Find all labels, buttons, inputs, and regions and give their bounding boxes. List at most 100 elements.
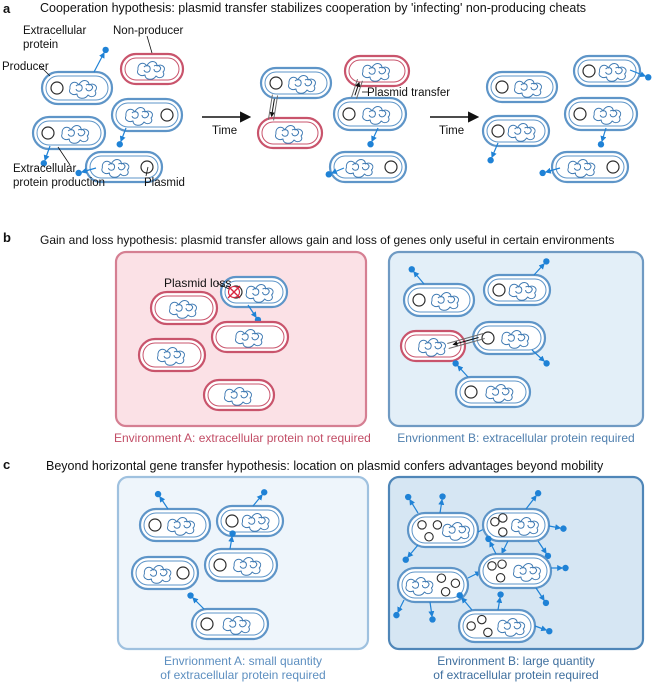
chromosome-icon bbox=[143, 565, 172, 584]
plasmid-icon bbox=[492, 283, 506, 297]
secretion-arrow bbox=[491, 142, 499, 159]
cell-inner-membrane bbox=[45, 75, 109, 101]
non-producer-cell bbox=[119, 52, 185, 86]
transfer-arrow bbox=[354, 81, 361, 96]
cell-inner-membrane bbox=[195, 612, 265, 636]
chromosome-icon bbox=[567, 159, 596, 178]
chromosome-icon bbox=[507, 123, 536, 142]
protein-dot bbox=[408, 266, 415, 273]
secretion-arrow bbox=[438, 498, 445, 514]
pilus-line bbox=[267, 94, 273, 120]
leader-line bbox=[57, 146, 71, 166]
protein-dot bbox=[497, 591, 504, 598]
chromosome-icon bbox=[245, 284, 274, 303]
protein-dot bbox=[456, 592, 463, 599]
chromosome-icon bbox=[61, 125, 90, 144]
label-plasmid: Plasmid bbox=[144, 177, 185, 189]
cell-inner-membrane bbox=[207, 383, 271, 407]
label-producer: Producer bbox=[2, 61, 49, 73]
cell-inner-membrane bbox=[404, 334, 462, 358]
caption-small-quantity: Envrionment A: small quantity of extrace… bbox=[160, 654, 326, 682]
plasmid-icon bbox=[225, 514, 239, 528]
producer-cell bbox=[485, 70, 559, 104]
producer-cell bbox=[187, 592, 270, 641]
plasmid-icon bbox=[424, 532, 434, 542]
producer-cell bbox=[325, 150, 408, 184]
non-producer-cell bbox=[149, 290, 219, 326]
cell-inner-membrane bbox=[215, 325, 285, 349]
secretion-arrow bbox=[407, 544, 419, 558]
protein-dot bbox=[367, 140, 374, 148]
secretion-arrow bbox=[537, 540, 547, 554]
chromosome-icon bbox=[508, 282, 537, 301]
chromosome-icon bbox=[598, 63, 627, 82]
secretion-arrow bbox=[409, 498, 419, 514]
chromosome-icon bbox=[405, 577, 434, 596]
secretion-arrow bbox=[629, 69, 647, 78]
producer-cell bbox=[40, 46, 114, 106]
secretion-arrow bbox=[330, 167, 345, 174]
protein-dot bbox=[261, 489, 268, 496]
chromosome-icon bbox=[512, 563, 541, 582]
protein-dot bbox=[452, 360, 459, 367]
producer-cell bbox=[563, 96, 639, 148]
secretion-arrow bbox=[80, 167, 97, 174]
non-producer-cell-receiving bbox=[256, 116, 324, 150]
plasmid-icon bbox=[440, 587, 451, 597]
cell-inner-membrane bbox=[36, 120, 102, 146]
cell-inner-membrane bbox=[142, 342, 202, 368]
protein-dot bbox=[402, 556, 409, 563]
cell-inner-membrane bbox=[490, 75, 554, 99]
secretion-arrow bbox=[371, 127, 379, 143]
cell-inner-membrane bbox=[568, 101, 634, 127]
leader-line bbox=[216, 282, 230, 290]
protein-dot bbox=[543, 360, 550, 367]
secretion-arrow bbox=[496, 596, 503, 611]
chromosome-icon bbox=[510, 517, 539, 536]
producer-cell bbox=[259, 66, 333, 100]
secretion-arrow bbox=[531, 349, 545, 362]
secretion-arrow bbox=[93, 51, 105, 73]
chromosome-icon bbox=[169, 300, 197, 319]
chromosome-icon bbox=[362, 63, 390, 82]
plasmid-icon bbox=[481, 331, 495, 345]
plasmid-icon bbox=[412, 293, 426, 307]
label-plasmid-loss: Plasmid loss bbox=[164, 276, 232, 290]
secretion-arrow bbox=[43, 145, 51, 162]
cell-inner-membrane bbox=[407, 287, 471, 313]
plasmid-icon bbox=[269, 76, 283, 90]
secretion-arrow bbox=[397, 599, 405, 614]
chromosome-icon bbox=[69, 80, 97, 99]
plasmid-transfer-conduit bbox=[351, 79, 363, 99]
cell-inner-membrane bbox=[348, 59, 406, 83]
secretion-arrow bbox=[533, 263, 545, 276]
plasmid-icon bbox=[160, 108, 174, 122]
producer-cell bbox=[138, 490, 212, 543]
chromosome-icon bbox=[418, 338, 446, 357]
secretion-arrow bbox=[119, 127, 127, 143]
secretion-arrow bbox=[192, 597, 205, 610]
secretion-arrow bbox=[501, 540, 509, 555]
protein-dot bbox=[487, 157, 494, 164]
chromosome-icon bbox=[233, 557, 262, 576]
label-plasmid-transfer: Plasmid transfer bbox=[367, 87, 451, 99]
protein-dot bbox=[534, 490, 542, 497]
secretion-arrow bbox=[461, 597, 473, 611]
cell-inner-membrane bbox=[459, 380, 527, 404]
protein-dot bbox=[562, 564, 569, 572]
chromosome-icon bbox=[125, 107, 153, 126]
cell-inner-membrane bbox=[154, 295, 214, 321]
protein-dot bbox=[645, 74, 652, 81]
plasmid-icon bbox=[497, 559, 507, 569]
non-producer-cell bbox=[399, 329, 467, 363]
producer-cell bbox=[130, 555, 200, 591]
non-producer-cell bbox=[202, 378, 276, 412]
leader-line bbox=[39, 65, 51, 77]
chromosome-icon bbox=[485, 384, 514, 403]
plasmid-icon bbox=[490, 517, 500, 527]
secretion-arrow bbox=[534, 625, 548, 632]
secretion-arrow bbox=[535, 587, 545, 601]
time-label-1: Time bbox=[212, 125, 238, 137]
secretion-arrow bbox=[600, 127, 607, 143]
